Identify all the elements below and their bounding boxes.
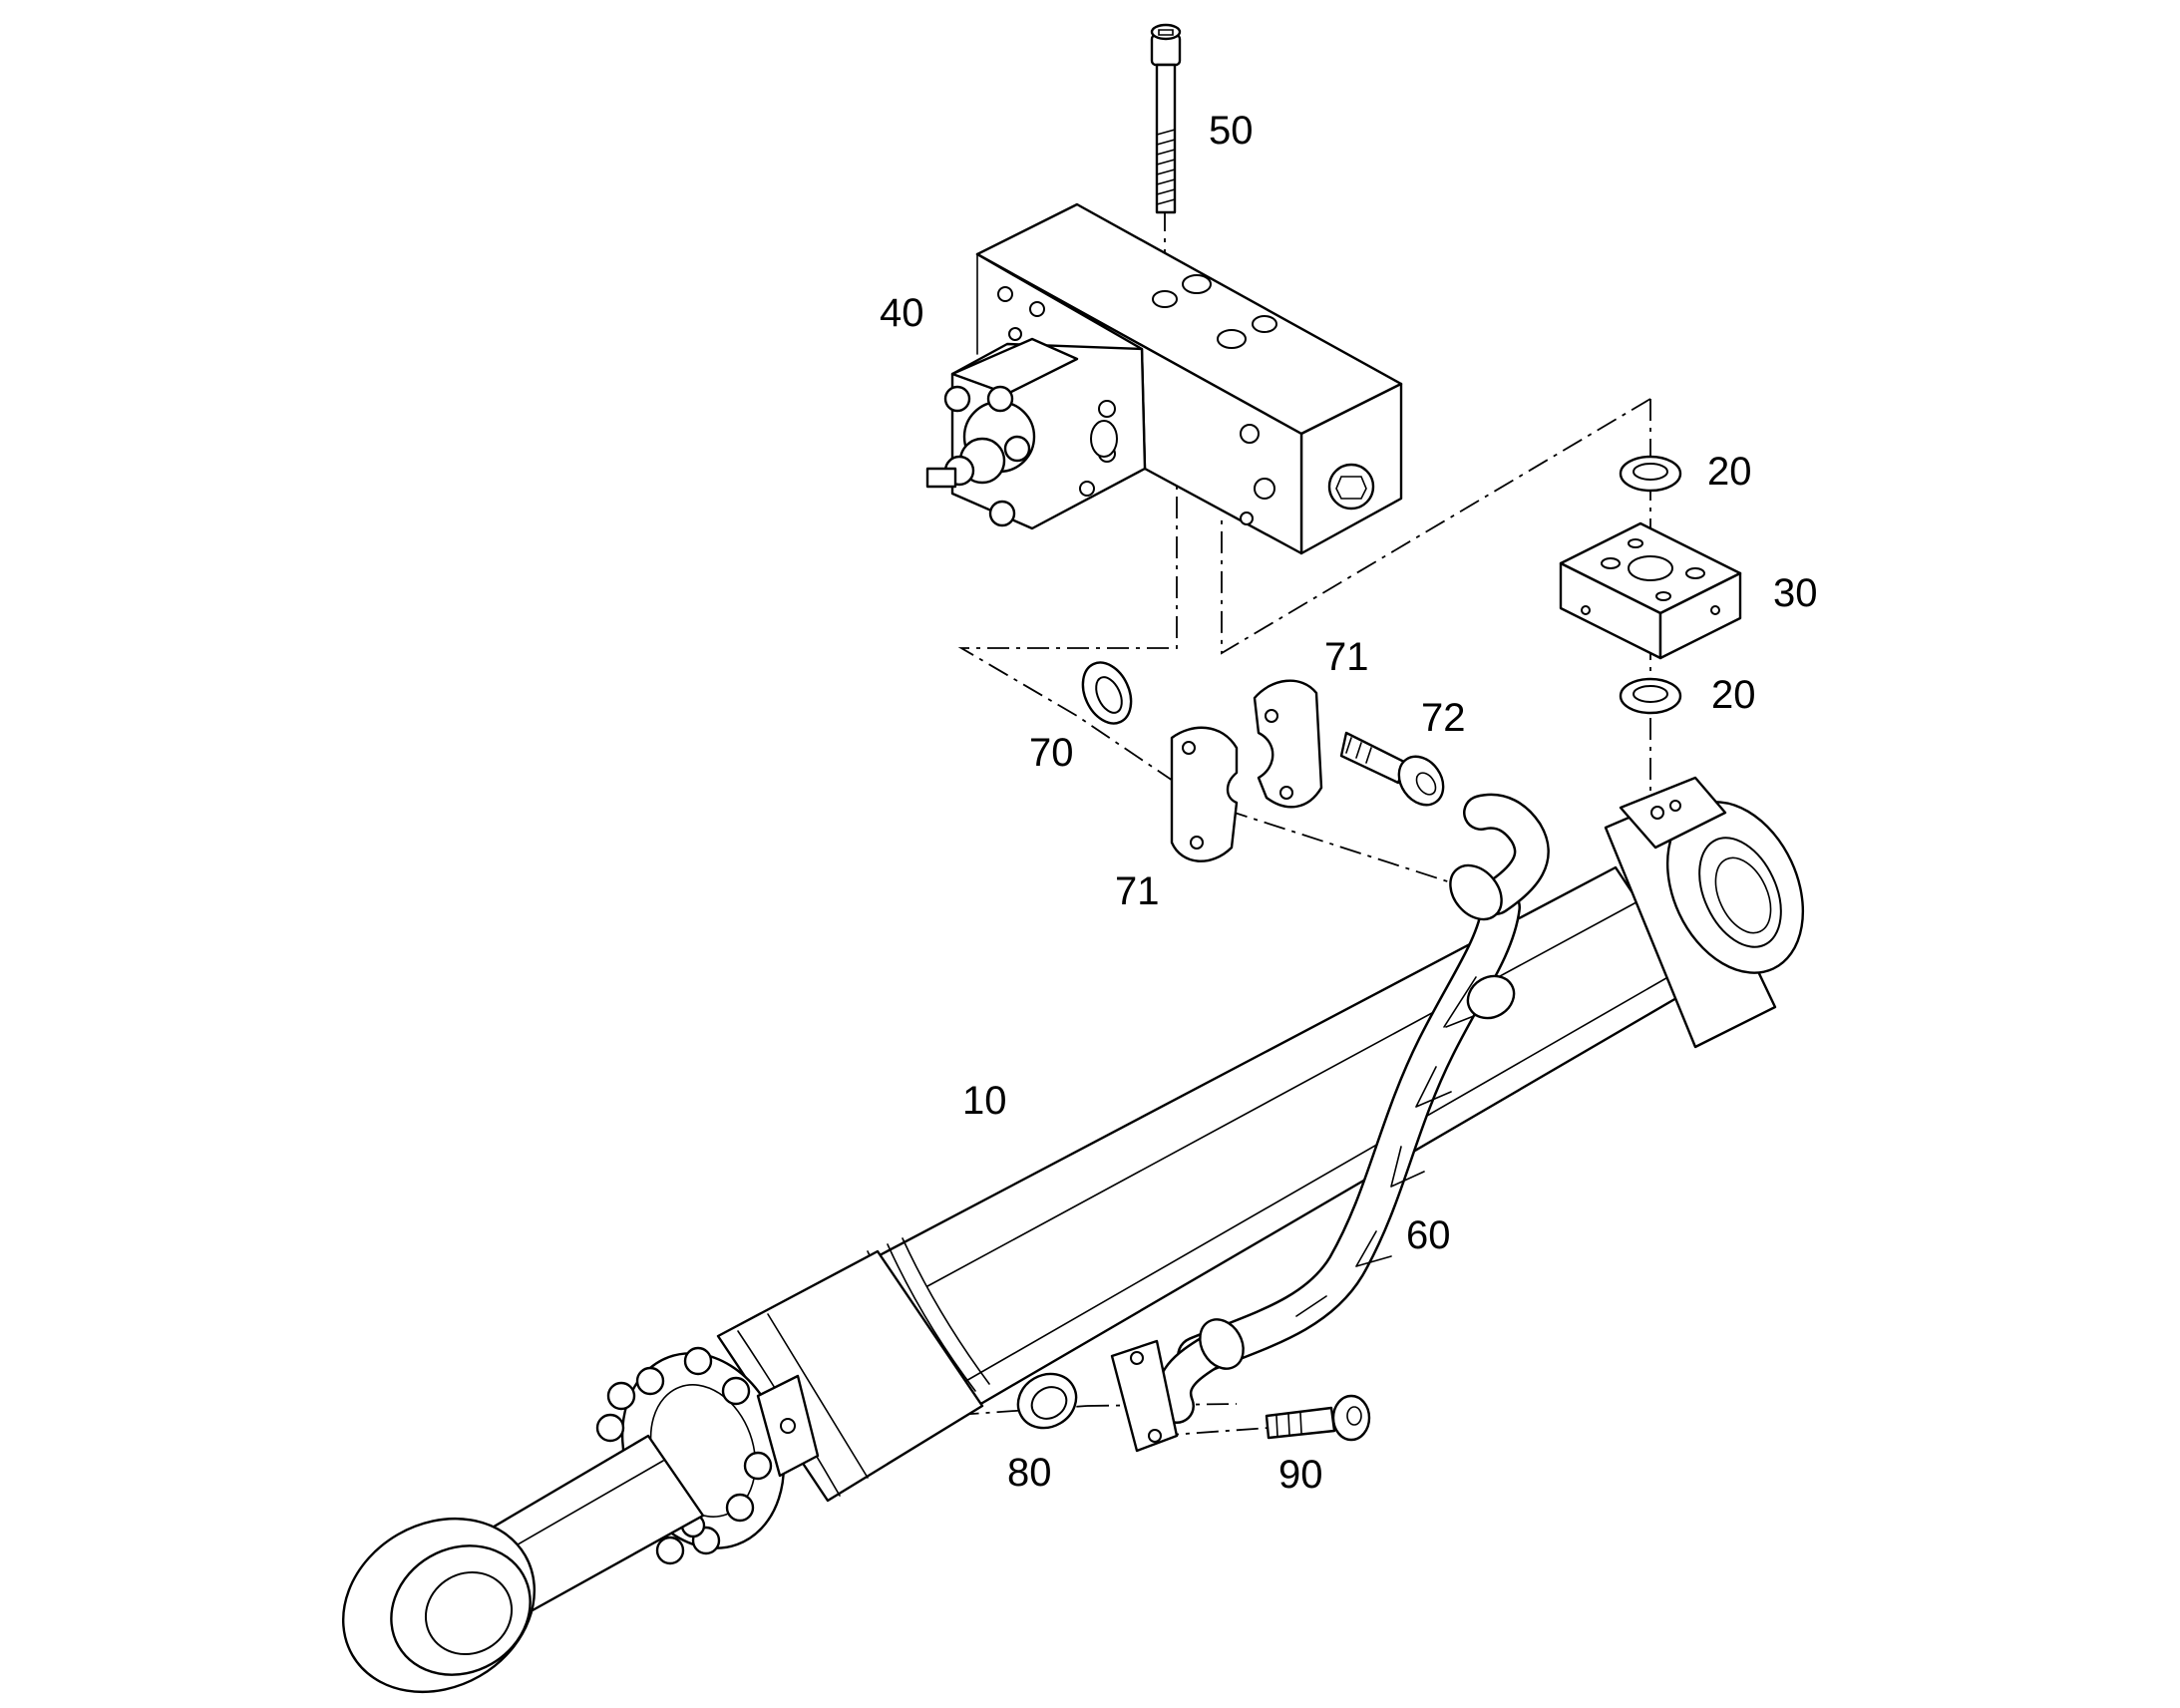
callout-10: 10 bbox=[962, 1079, 1007, 1123]
callout-labels: 50 40 20 30 20 71 72 70 71 10 60 80 90 bbox=[880, 109, 1818, 1497]
callout-60: 60 bbox=[1406, 1213, 1451, 1257]
callout-30: 30 bbox=[1773, 571, 1818, 615]
bolt-90 bbox=[1265, 1394, 1371, 1442]
split-flange-71-upper bbox=[1253, 679, 1323, 809]
valve-block-40 bbox=[925, 202, 1403, 555]
split-flange-71-lower bbox=[1170, 726, 1239, 862]
callout-20-lower: 20 bbox=[1711, 673, 1756, 717]
seal-ring-20-lower bbox=[1619, 677, 1682, 715]
bolt-50 bbox=[1150, 23, 1182, 214]
flange-bolts bbox=[595, 1346, 773, 1565]
callout-70: 70 bbox=[1029, 731, 1074, 775]
o-ring-80 bbox=[1016, 1372, 1078, 1430]
callout-71-upper: 71 bbox=[1324, 635, 1369, 679]
o-ring-70 bbox=[1081, 661, 1133, 725]
callout-71-lower: 71 bbox=[1115, 869, 1160, 913]
callout-80: 80 bbox=[1007, 1451, 1052, 1495]
callout-40: 40 bbox=[880, 291, 924, 335]
spacer-plate-30 bbox=[1559, 521, 1742, 660]
callout-50: 50 bbox=[1209, 109, 1254, 153]
cylinder-10 bbox=[341, 776, 1805, 1694]
seal-ring-20-upper bbox=[1619, 455, 1682, 493]
callout-72: 72 bbox=[1421, 696, 1466, 740]
callout-20-upper: 20 bbox=[1707, 450, 1752, 494]
hose-60 bbox=[1110, 793, 1550, 1453]
callout-90: 90 bbox=[1278, 1453, 1323, 1497]
bolt-72 bbox=[1339, 731, 1445, 807]
